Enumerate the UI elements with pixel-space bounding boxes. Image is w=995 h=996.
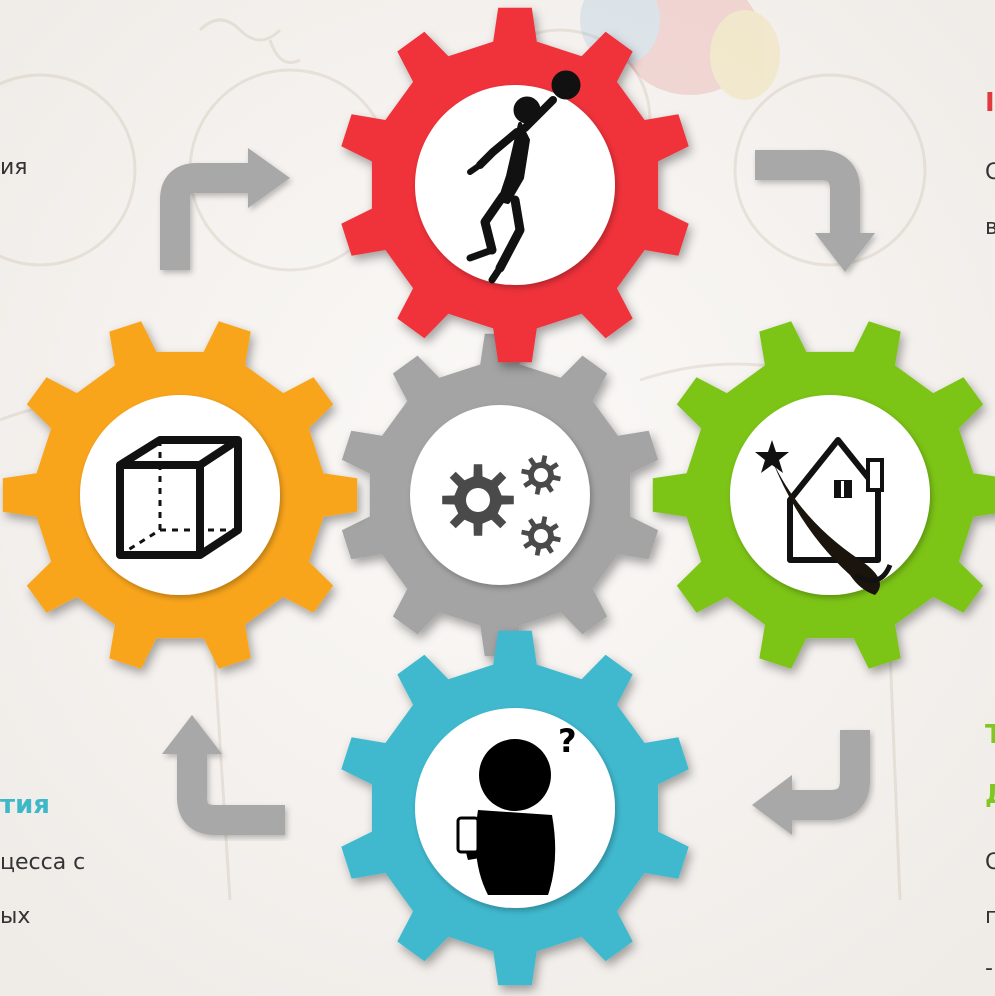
cog-hole-0 [466, 488, 490, 512]
cube-icon [116, 436, 242, 559]
arrow-bottom-left [162, 715, 285, 835]
house-comet-icon [755, 437, 893, 595]
svg-text:?: ? [558, 722, 577, 760]
bottom-right-line-2: п [985, 904, 995, 929]
arrow-bottom-right [752, 730, 870, 835]
icons-layer: ? [116, 70, 893, 895]
cogs-icon [442, 455, 561, 556]
person-phone-question-icon: ? [456, 722, 577, 895]
arrow-top-left [160, 148, 290, 270]
right-top-line-1: С [985, 160, 995, 185]
bottom-left-heading: тия [0, 790, 50, 820]
bottom-right-heading-2: Д [985, 780, 995, 810]
left-top-line-1: ия [0, 155, 28, 180]
right-top-heading: I [985, 88, 995, 118]
flow-arrows [160, 148, 875, 835]
jumping-ball-player-icon [466, 70, 581, 284]
cog-hole-1 [534, 468, 548, 482]
bottom-left-line-2: ых [0, 904, 31, 929]
gears-layer [2, 7, 995, 986]
gear-left-hub [80, 395, 280, 595]
arrow-top-right [755, 150, 875, 272]
right-top-line-2: в [985, 215, 995, 240]
bottom-left-line-1: цесса с [0, 850, 86, 875]
bottom-right-line-3: - [985, 956, 993, 981]
bottom-right-heading-1: Т [985, 720, 995, 750]
cog-hole-2 [534, 529, 548, 543]
bottom-right-line-1: С [985, 850, 995, 875]
